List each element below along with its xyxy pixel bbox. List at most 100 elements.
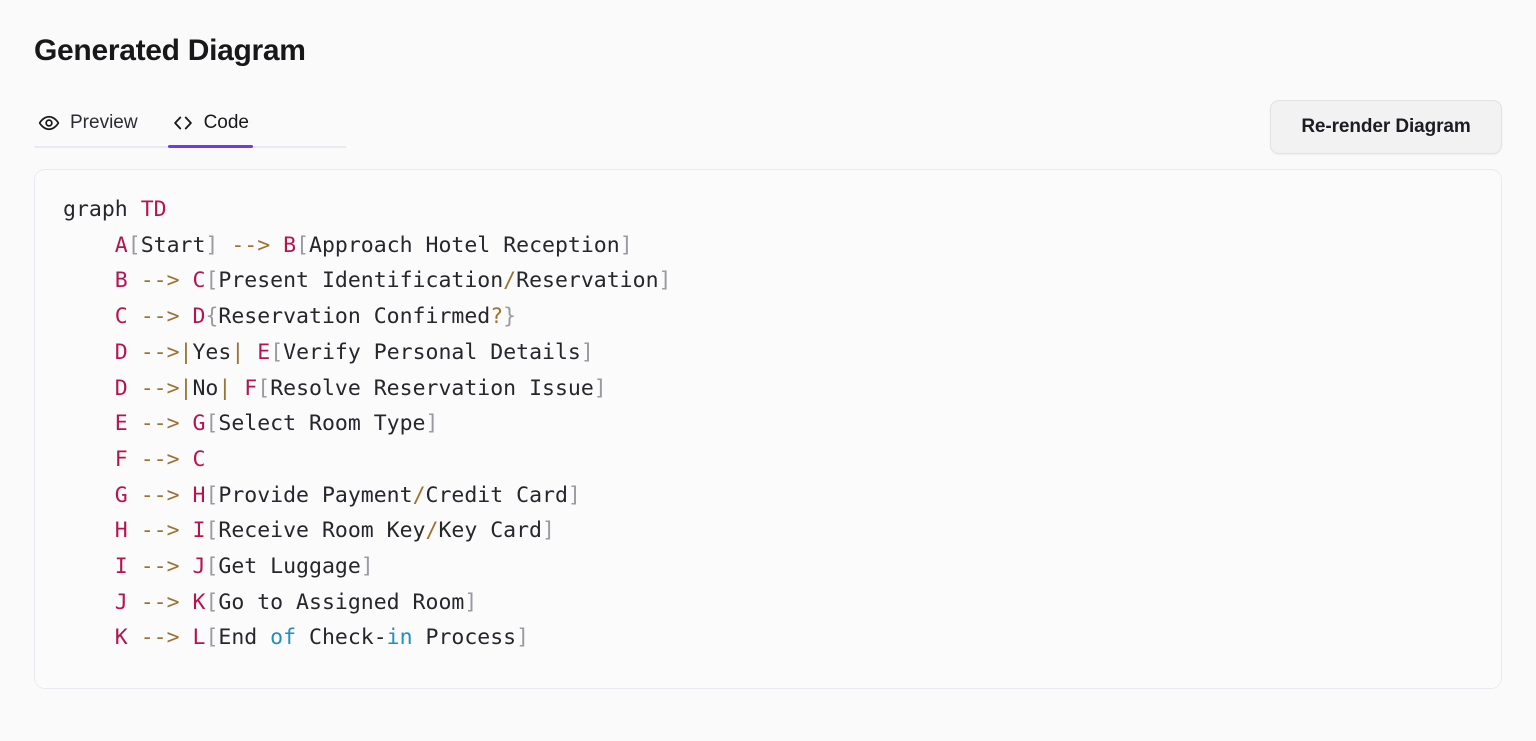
code-token: B (283, 232, 297, 258)
code-token: of (270, 625, 297, 651)
tab-code[interactable]: Code (167, 112, 254, 148)
code-token: Get Luggage (218, 554, 361, 580)
code-token: L (192, 625, 206, 651)
code-token (218, 233, 231, 258)
code-token: / (412, 482, 426, 508)
code-token: --> (231, 232, 271, 258)
code-token: --> (140, 482, 180, 508)
code-token (63, 304, 115, 329)
code-token: ? (490, 304, 504, 330)
code-token (180, 554, 193, 579)
code-token: | (179, 339, 193, 365)
tab-preview[interactable]: Preview (34, 112, 142, 146)
code-token: [ (205, 589, 219, 615)
code-token: --> (140, 625, 180, 651)
code-token (63, 554, 115, 579)
code-token: { (205, 304, 219, 330)
code-token: A (114, 232, 128, 258)
code-token: Select Room Type (218, 411, 426, 437)
code-line: graph TD (63, 192, 1473, 228)
tab-code-label: Code (203, 112, 249, 133)
code-line: H --> I[Receive Room Key/Key Card] (63, 513, 1473, 549)
code-token: D (114, 375, 128, 401)
code-token (63, 447, 115, 472)
code-token: Resolve Reservation Issue (270, 375, 594, 401)
tab-preview-label: Preview (70, 112, 138, 133)
code-token: [ (205, 268, 219, 294)
code-token: --> (140, 446, 180, 472)
code-token: C (192, 446, 206, 472)
code-token: H (114, 518, 128, 544)
code-token: [ (205, 625, 219, 651)
code-token: ] (360, 554, 374, 580)
code-token (63, 483, 115, 508)
code-token (231, 376, 244, 401)
code-token: Process (412, 625, 517, 651)
code-token: [ (205, 518, 219, 544)
code-token (180, 590, 193, 615)
code-token: Receive Room Key (218, 518, 426, 544)
code-token: | (231, 339, 245, 365)
code-token: graph (63, 197, 128, 222)
code-token: Reservation Confirmed (218, 304, 491, 330)
code-token: K (114, 625, 128, 651)
code-token (63, 590, 115, 615)
code-token (63, 625, 115, 650)
code-token (244, 340, 257, 365)
code-token (180, 304, 193, 329)
code-token (180, 518, 193, 543)
code-token: G (114, 482, 128, 508)
code-token: / (425, 518, 439, 544)
code-token (180, 483, 193, 508)
code-token: Reservation (516, 268, 659, 294)
code-token (128, 197, 141, 222)
code-token: E (257, 339, 271, 365)
code-token: E (114, 411, 128, 437)
code-token: No (192, 375, 219, 401)
code-token: Go to Assigned Room (218, 589, 465, 615)
code-token: ] (205, 232, 219, 258)
code-token: ] (593, 375, 607, 401)
code-token: ] (464, 589, 478, 615)
code-token: C (192, 268, 206, 294)
code-panel[interactable]: graph TD A[Start] --> B[Approach Hotel R… (34, 169, 1502, 689)
code-token: --> (140, 411, 180, 437)
code-token: ] (658, 268, 672, 294)
code-token: [ (205, 411, 219, 437)
code-token: Credit Card (425, 482, 568, 508)
code-token (128, 304, 141, 329)
code-token: --> (140, 268, 180, 294)
code-token: --> (140, 554, 180, 580)
code-token (128, 268, 141, 293)
code-token: Yes (192, 339, 232, 365)
code-token: I (114, 554, 128, 580)
code-token (63, 340, 115, 365)
code-token: D (114, 339, 128, 365)
code-token: H (192, 482, 206, 508)
mermaid-code-block[interactable]: graph TD A[Start] --> B[Approach Hotel R… (63, 192, 1473, 656)
code-line: J --> K[Go to Assigned Room] (63, 585, 1473, 621)
code-token: J (114, 589, 128, 615)
code-token: [ (205, 554, 219, 580)
code-token: G (192, 411, 206, 437)
code-token: I (192, 518, 206, 544)
code-token (63, 518, 115, 543)
code-token: Approach Hotel Reception (309, 232, 620, 258)
code-line: F --> C (63, 442, 1473, 478)
code-token: B (114, 268, 128, 294)
code-token: D (192, 304, 206, 330)
code-token: --> (140, 375, 180, 401)
code-token (270, 233, 283, 258)
code-token: } (503, 304, 517, 330)
eye-icon (38, 112, 60, 134)
code-token: / (503, 268, 517, 294)
code-token (128, 447, 141, 472)
code-token: ] (516, 625, 530, 651)
code-token (128, 340, 141, 365)
rerender-diagram-button[interactable]: Re-render Diagram (1270, 100, 1502, 154)
code-token: Present Identification (218, 268, 504, 294)
code-token (180, 447, 193, 472)
code-token: J (192, 554, 206, 580)
code-token: K (192, 589, 206, 615)
code-token: in (386, 625, 413, 651)
